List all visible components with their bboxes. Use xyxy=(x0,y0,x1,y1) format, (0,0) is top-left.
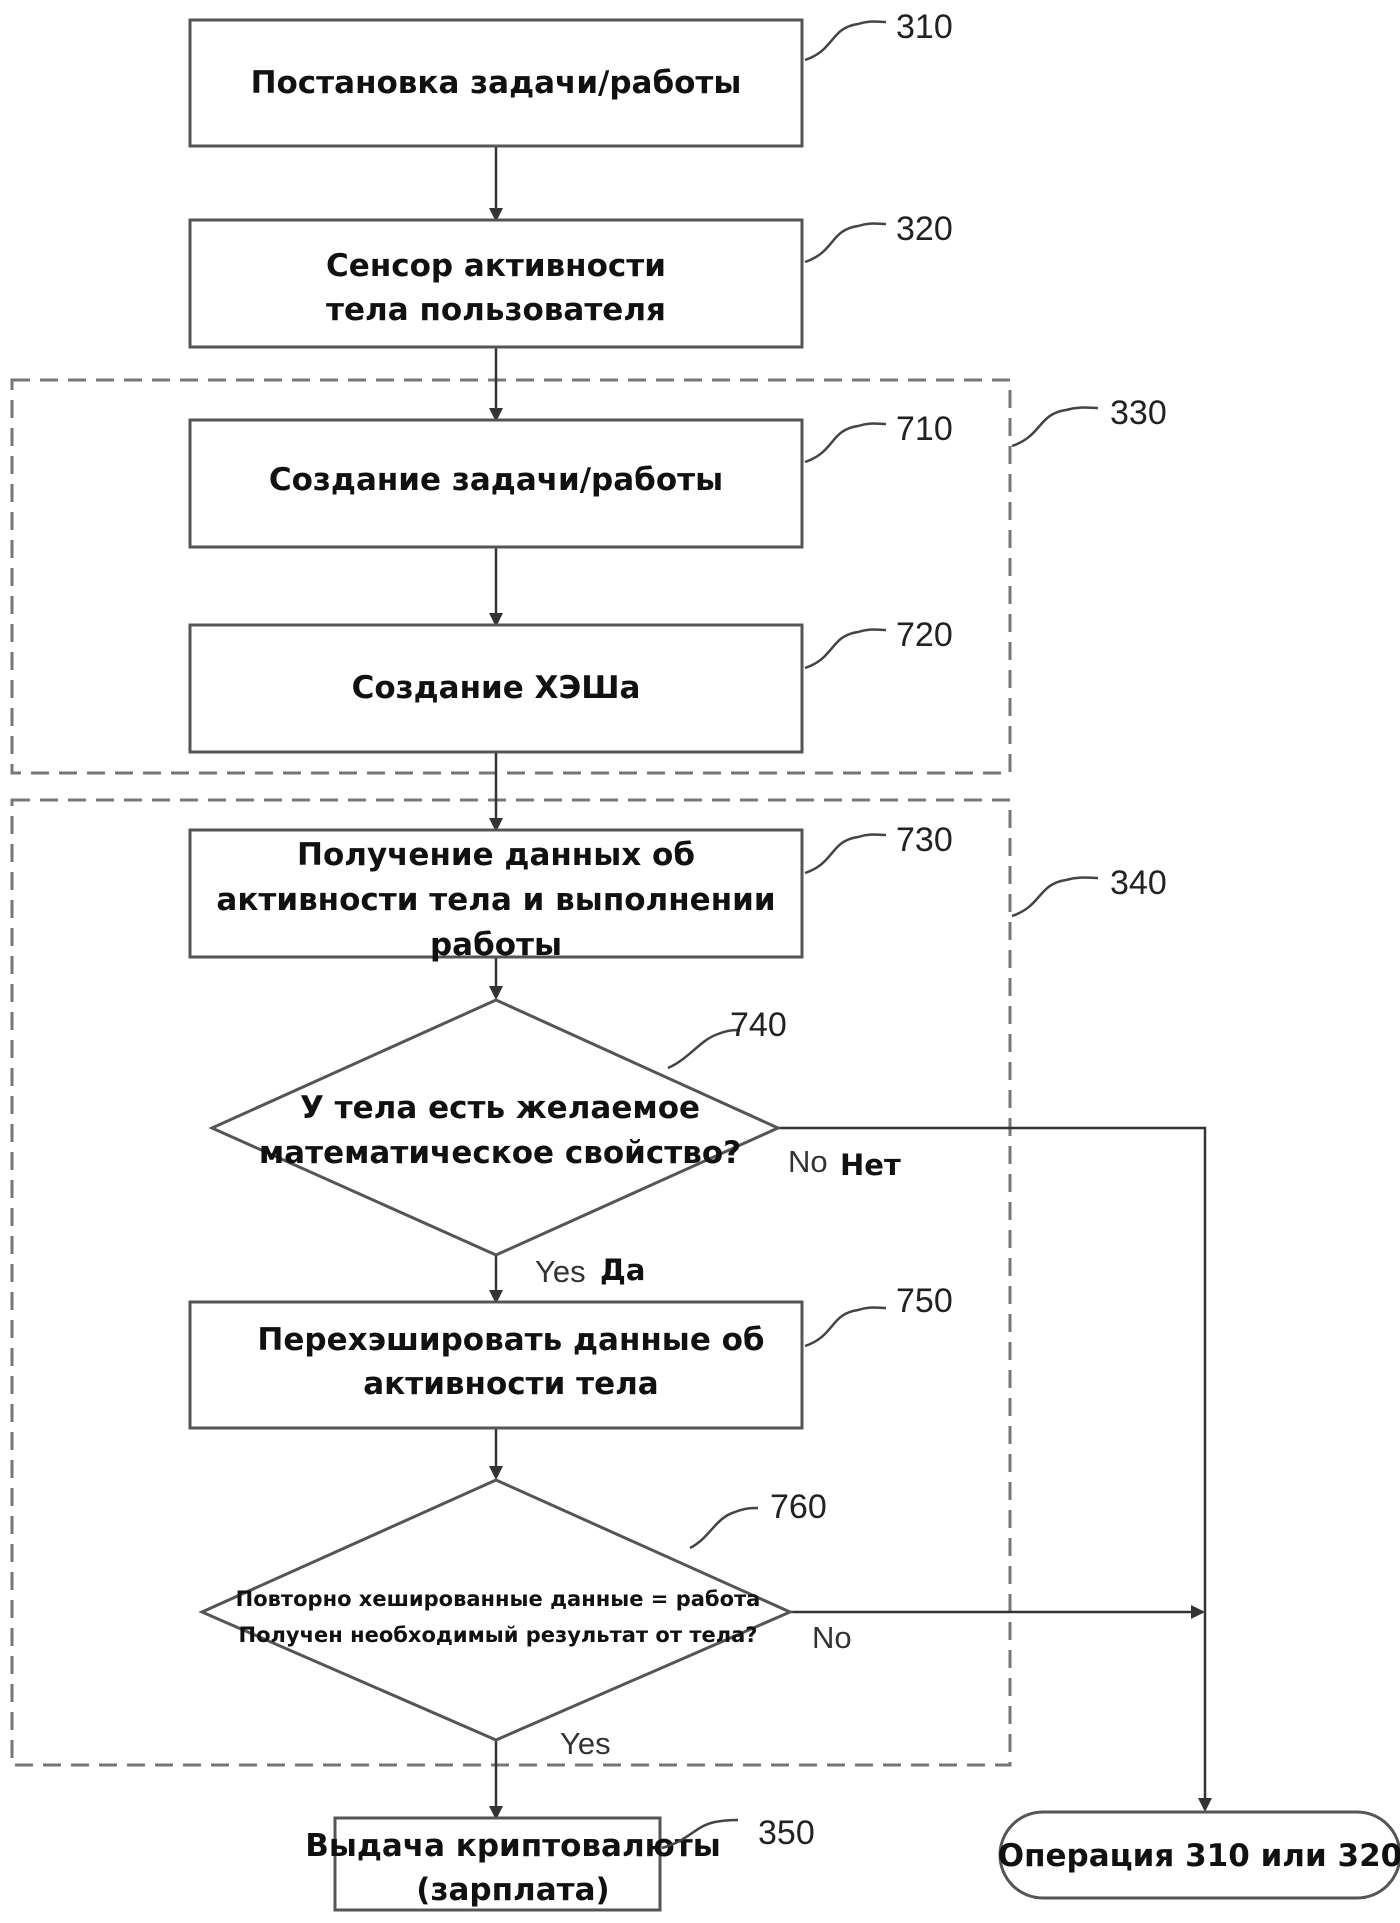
ref-740: 740 xyxy=(730,1006,787,1044)
label-760-yes: Yes xyxy=(560,1726,611,1761)
leader-750 xyxy=(804,1306,887,1348)
ref-350: 350 xyxy=(758,1814,815,1852)
label-740-no-ru: Нет xyxy=(840,1148,901,1182)
ref-760: 760 xyxy=(770,1488,827,1526)
step-350-text-2: (зарплата) xyxy=(416,1872,609,1908)
step-720-text: Создание ХЭШа xyxy=(352,670,641,706)
leader-720 xyxy=(804,628,887,670)
step-310-text: Постановка задачи/работы xyxy=(251,65,742,101)
label-760-no: No xyxy=(812,1620,852,1655)
decision-760-text-2: Получен необходимый результат от тела? xyxy=(239,1623,758,1647)
step-320-box xyxy=(188,218,804,349)
ref-730: 730 xyxy=(896,821,953,859)
leader-350 xyxy=(661,1818,739,1850)
terminal-end xyxy=(998,1810,1400,1900)
decision-740-text-2: математическое свойство? xyxy=(259,1135,741,1171)
label-740-no-en: No xyxy=(788,1144,828,1179)
step-720-box xyxy=(188,623,804,754)
ref-750: 750 xyxy=(896,1282,953,1320)
step-350-text-1: Выдача криптовалюты xyxy=(305,1828,721,1864)
leader-330 xyxy=(1011,406,1099,448)
step-710-text: Создание задачи/работы xyxy=(269,462,723,498)
step-310-box xyxy=(188,18,804,148)
arrow-740-no xyxy=(778,1126,1212,1812)
ref-710: 710 xyxy=(896,410,953,448)
terminal-end-text: Операция 310 или 320 xyxy=(998,1838,1400,1874)
step-320-text-1: Сенсор активности xyxy=(326,248,666,284)
decision-760-text-1: Повторно хешированные данные = работа xyxy=(236,1587,761,1611)
step-320-text-2: тела пользователя xyxy=(326,292,666,328)
step-750-text-1: Перехэшировать данные об xyxy=(257,1322,764,1358)
leader-320 xyxy=(804,222,887,264)
ref-330: 330 xyxy=(1110,394,1167,432)
step-730-text-1: Получение данных об xyxy=(297,837,695,873)
step-730-text-2: активности тела и выполнении xyxy=(216,882,775,918)
step-750-box xyxy=(188,1300,804,1430)
step-750-text-2: активности тела xyxy=(363,1366,658,1402)
label-740-yes-en: Yes xyxy=(535,1254,586,1289)
step-730-box xyxy=(188,828,804,959)
leader-760 xyxy=(689,1506,759,1550)
step-730-text-3: работы xyxy=(430,927,562,963)
label-740-yes-ru: Да xyxy=(600,1253,645,1287)
ref-720: 720 xyxy=(896,616,953,654)
step-350-box xyxy=(333,1816,662,1912)
ref-340: 340 xyxy=(1110,864,1167,902)
ref-310: 310 xyxy=(896,8,953,46)
leader-710 xyxy=(804,422,887,464)
leader-730 xyxy=(804,833,887,875)
decision-740-diamond xyxy=(208,998,782,1257)
leader-740 xyxy=(667,1028,741,1070)
decision-760-diamond xyxy=(198,1478,794,1742)
leader-340 xyxy=(1011,876,1099,918)
group-330-frame xyxy=(10,378,1012,775)
leader-310 xyxy=(804,20,887,62)
decision-740-text-1: У тела есть желаемое xyxy=(300,1090,700,1126)
ref-320: 320 xyxy=(896,210,953,248)
step-710-box xyxy=(188,418,804,549)
